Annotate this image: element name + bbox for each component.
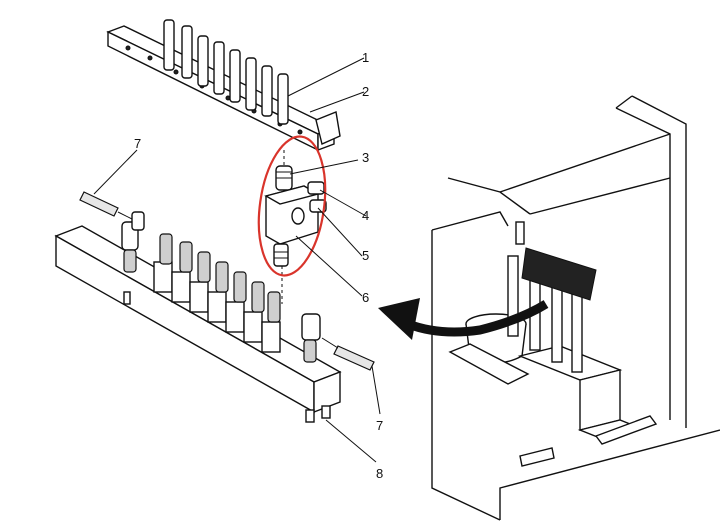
highlight-circle bbox=[257, 135, 327, 277]
callout-7-left: 7 bbox=[134, 136, 141, 151]
callout-4: 4 bbox=[362, 208, 369, 223]
callout-3: 3 bbox=[362, 150, 369, 165]
callout-1: 1 bbox=[362, 50, 369, 65]
upper-manifold-bar bbox=[106, 19, 341, 152]
direction-arrow bbox=[378, 298, 549, 340]
right-knurled-fitting bbox=[321, 337, 375, 371]
lower-manifold-block bbox=[54, 221, 342, 423]
vertical-tubes bbox=[163, 19, 289, 125]
callout-6: 6 bbox=[362, 290, 369, 305]
callout-8: 8 bbox=[376, 466, 383, 481]
callout-2: 2 bbox=[362, 84, 369, 99]
left-knurled-fitting bbox=[79, 191, 145, 231]
highlighted-valve-assembly bbox=[264, 150, 327, 304]
callout-7-right: 7 bbox=[376, 418, 383, 433]
callout-labels: 1 2 3 4 5 6 7 7 8 bbox=[134, 50, 383, 481]
valve-stack bbox=[153, 261, 281, 353]
valve-fittings bbox=[159, 233, 281, 323]
leader-lines bbox=[93, 57, 381, 463]
cabinet-context-view bbox=[431, 95, 720, 521]
callout-5: 5 bbox=[362, 248, 369, 263]
